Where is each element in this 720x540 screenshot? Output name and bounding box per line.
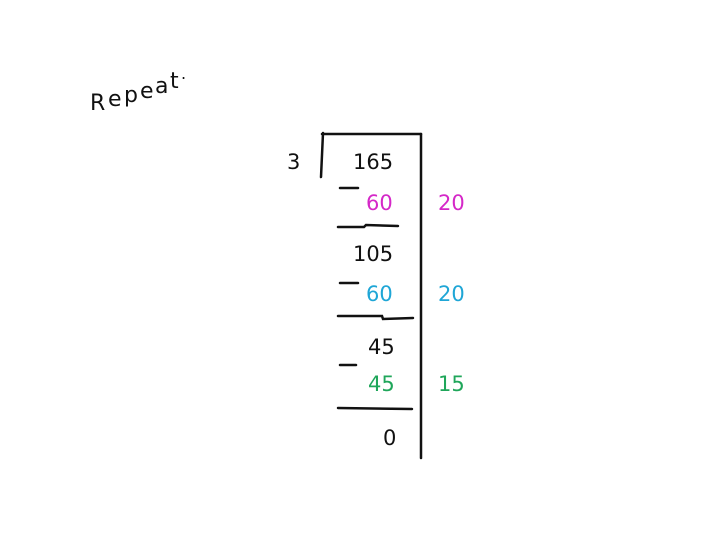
remainder: 105 [353,242,394,266]
remainder: 45 [368,335,395,359]
title-letter: t [170,69,179,94]
quotient-part: 20 [438,282,465,306]
quotient-part: 20 [438,191,465,215]
title-letter: a [155,74,169,99]
title-letter: R [90,91,106,116]
quotient-part: 15 [438,372,465,396]
title-letter: . [181,64,187,83]
dividend: 165 [353,150,394,174]
title-letter: e [108,87,122,112]
subtraction-line [336,314,415,321]
subtraction-line [336,406,414,411]
title-letter: e [140,79,154,104]
remainder: 0 [383,426,397,450]
subtrahend: 60 [366,282,393,306]
divisor-bar [319,131,325,179]
subtraction-line [336,223,400,229]
title-letter: p [124,83,138,108]
subtrahend: 60 [366,191,393,215]
subtrahend: 45 [368,372,395,396]
divisor: 3 [287,150,301,174]
title-repeat: R e p e a t . [88,66,198,120]
